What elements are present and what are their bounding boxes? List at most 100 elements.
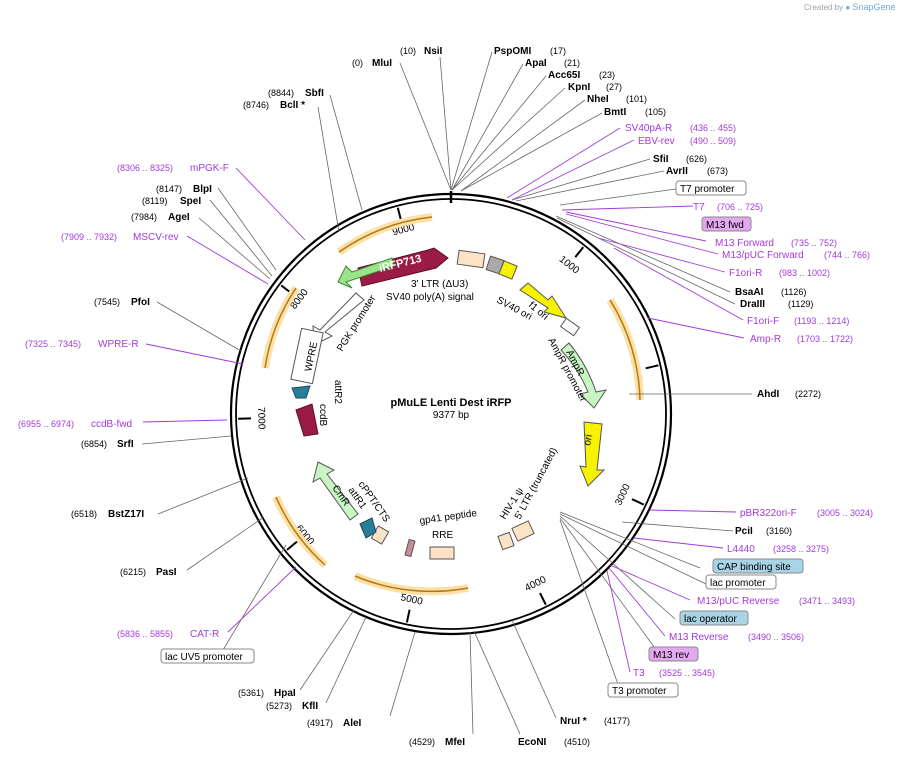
primer-ccdb-fwd[interactable]: (6955 .. 6974)ccdB-fwd bbox=[18, 419, 132, 430]
primer-f1ori-f[interactable]: F1ori-F(1193 .. 1214) bbox=[747, 316, 849, 327]
feature-label: lac promoter bbox=[710, 578, 766, 589]
primer-name: EBV-rev bbox=[638, 136, 675, 147]
site-pos: (101) bbox=[626, 94, 647, 104]
site-bmti[interactable]: BmtI (105) bbox=[604, 107, 666, 118]
tick-mark bbox=[631, 498, 645, 506]
cmr-arrow bbox=[312, 461, 359, 521]
primer-pbr322ori-f[interactable]: pBR322ori-F(3005 .. 3024) bbox=[740, 508, 873, 519]
primer-cat-r[interactable]: (5836 .. 5855) CAT-R bbox=[117, 629, 219, 640]
site-name: AgeI bbox=[168, 212, 190, 223]
feature-m13-fwd[interactable]: M13 fwd bbox=[701, 216, 752, 232]
feature-lac-promoter[interactable]: lac promoter bbox=[705, 574, 777, 590]
site-mfei[interactable]: (4529)MfeI bbox=[409, 737, 465, 748]
site-spei[interactable]: (8119)SpeI bbox=[142, 196, 201, 207]
site-sbfi[interactable]: (8844)SbfI bbox=[268, 88, 324, 99]
site-pos: (626) bbox=[686, 154, 707, 164]
plasmid-name: pMuLE Lenti Dest iRFP bbox=[391, 397, 512, 409]
feature-label: M13 fwd bbox=[706, 220, 744, 231]
orf-arc-left-lower-core bbox=[275, 496, 326, 566]
site-nhei[interactable]: NheI(101) bbox=[587, 94, 647, 105]
primer-m13-reverse[interactable]: M13 Reverse(3490 .. 3506) bbox=[669, 632, 804, 643]
site-pcii[interactable]: PciI(3160) bbox=[735, 526, 792, 537]
feature-t3-promoter[interactable]: T3 promoter bbox=[607, 682, 679, 698]
attr1-shape bbox=[359, 517, 377, 539]
primer-name: CAT-R bbox=[190, 629, 219, 640]
primer-range: (3005 .. 3024) bbox=[817, 508, 873, 518]
primer-sv40pa-r[interactable]: SV40pA-R(436 .. 455) bbox=[625, 123, 736, 134]
primer-m13-forward[interactable]: M13 Forward(735 .. 752) bbox=[715, 238, 837, 249]
primer-range: (3525 .. 3545) bbox=[659, 668, 715, 678]
primer-t7[interactable]: T7(706 .. 725) bbox=[693, 202, 763, 213]
site-name: SfiI bbox=[653, 154, 669, 165]
site-alei[interactable]: (4917)AleI bbox=[307, 718, 362, 729]
ltr5-label: 5' LTR (truncated) bbox=[513, 446, 560, 521]
site-bcli[interactable]: (8746)BclI * bbox=[243, 100, 305, 111]
primer-name: WPRE-R bbox=[98, 339, 139, 350]
site-blpi[interactable]: (8147)BlpI bbox=[156, 184, 212, 195]
site-name: PasI bbox=[156, 567, 177, 578]
primer-range: (3258 .. 3275) bbox=[773, 544, 829, 554]
feature-lac-uv5-promoter[interactable]: lac UV5 promoter bbox=[160, 648, 255, 664]
site-acc65i[interactable]: Acc65I(23) bbox=[548, 70, 615, 81]
primer-l4440[interactable]: L4440(3258 .. 3275) bbox=[727, 544, 829, 555]
primer-m13-puc-reverse[interactable]: M13/pUC Reverse(3471 .. 3493) bbox=[697, 596, 855, 607]
site-nsii[interactable]: (10)NsiI bbox=[400, 46, 443, 57]
primer-range: (5836 .. 5855) bbox=[117, 629, 173, 639]
site-kfli[interactable]: (5273)KflI bbox=[266, 701, 318, 712]
primer-name: T3 bbox=[633, 668, 645, 679]
site-pasi[interactable]: (6215)PasI bbox=[120, 567, 177, 578]
hiv-psi-box bbox=[497, 531, 515, 551]
site-ahdi[interactable]: AhdI(2272) bbox=[757, 389, 821, 400]
site-mlui[interactable]: (0)MluI bbox=[352, 58, 392, 69]
feature-label: T7 promoter bbox=[680, 184, 735, 195]
site-srfi[interactable]: (6854)SrfI bbox=[81, 439, 134, 450]
site-pos: (1129) bbox=[788, 299, 813, 309]
site-name: NruI * bbox=[560, 716, 587, 727]
site-name: SbfI bbox=[305, 88, 324, 99]
snapgene-credit: Created by ● SnapGene bbox=[804, 2, 896, 12]
site-name: KpnI bbox=[568, 82, 590, 93]
rre-box bbox=[429, 546, 455, 560]
rre-label: RRE bbox=[432, 530, 453, 541]
site-avrii[interactable]: AvrII(673) bbox=[666, 166, 728, 177]
site-bsaai[interactable]: BsaAI(1126) bbox=[735, 287, 806, 298]
site-kpni[interactable]: KpnI(27) bbox=[568, 82, 622, 93]
feature-lac-operator[interactable]: lac operator bbox=[679, 610, 749, 626]
primer-mscv-rev[interactable]: (7909 .. 7932)MSCV-rev bbox=[61, 232, 179, 243]
tick-mark bbox=[286, 540, 298, 551]
feature-t7-promoter[interactable]: T7 promoter bbox=[675, 180, 747, 196]
primer-f1ori-r[interactable]: F1ori-R(983 .. 1002) bbox=[729, 268, 830, 279]
site-econi[interactable]: EcoNI(4510) bbox=[518, 737, 590, 748]
primer-wpre-r[interactable]: (7325 .. 7345)WPRE-R bbox=[25, 339, 139, 350]
primer-ebv-rev[interactable]: EBV-rev(490 .. 509) bbox=[638, 136, 736, 147]
primer-mpgk-f[interactable]: (8306 .. 8325)mPGK-F bbox=[117, 163, 229, 174]
site-pspomi[interactable]: PspOMI(17) bbox=[494, 46, 566, 57]
ccdb-arrow bbox=[295, 403, 319, 437]
primer-t3[interactable]: T3 (3525 .. 3545) bbox=[633, 668, 715, 679]
site-agei[interactable]: (7984)AgeI bbox=[131, 212, 190, 223]
tick-mark bbox=[574, 246, 585, 258]
site-bstz17i[interactable]: (6518)BstZ17I bbox=[71, 509, 144, 520]
site-name: ApaI bbox=[525, 58, 547, 69]
site-name: NsiI bbox=[424, 46, 443, 57]
site-hpai[interactable]: (5361)HpaI bbox=[238, 688, 296, 699]
primer-amp-r[interactable]: Amp-R(1703 .. 1722) bbox=[750, 334, 853, 345]
site-sfii[interactable]: SfiI (626) bbox=[653, 154, 707, 165]
site-name: BsaAI bbox=[735, 287, 764, 298]
site-pos: (105) bbox=[645, 107, 666, 117]
feature-cap-binding-site[interactable]: CAP binding site bbox=[712, 558, 804, 574]
primer-range: (983 .. 1002) bbox=[779, 268, 830, 278]
feature-m13-rev[interactable]: M13 rev bbox=[648, 646, 699, 662]
site-pos: (5361) bbox=[238, 688, 264, 698]
primer-m13-puc-forward[interactable]: M13/pUC Forward(744 .. 766) bbox=[722, 250, 870, 261]
wpre-box bbox=[290, 327, 324, 385]
feature-label: lac UV5 promoter bbox=[165, 652, 243, 663]
site-name: BmtI bbox=[604, 107, 626, 118]
site-nrui[interactable]: NruI *(4177) bbox=[560, 716, 630, 727]
site-pos: (21) bbox=[564, 58, 580, 68]
feature-label: M13 rev bbox=[653, 650, 689, 661]
site-pfoi[interactable]: (7545)PfoI bbox=[94, 297, 150, 308]
site-apai[interactable]: ApaI (21) bbox=[525, 58, 580, 69]
site-draiii[interactable]: DraIII(1129) bbox=[740, 299, 813, 310]
